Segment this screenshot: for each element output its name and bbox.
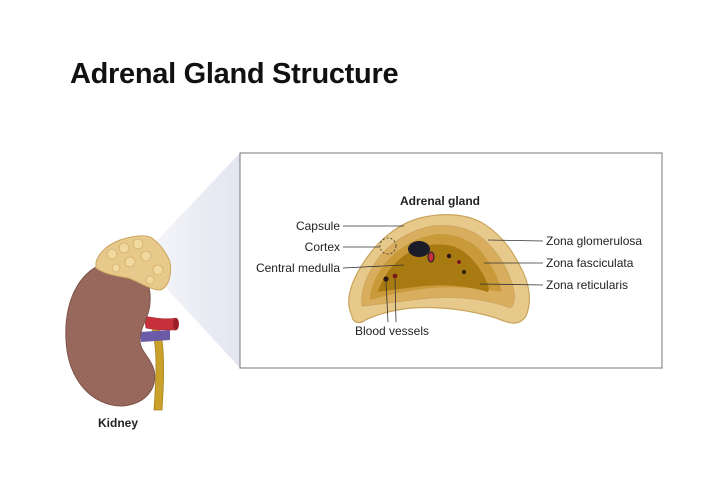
ureter	[151, 329, 165, 411]
blood-vessel	[392, 273, 398, 279]
capsule-label: Capsule	[296, 219, 340, 233]
central-medulla	[378, 244, 489, 292]
zona-reticularis-label: Zona reticularis	[546, 278, 628, 292]
blood-vessel	[383, 276, 389, 282]
adrenal-cross-section	[348, 214, 530, 324]
blood-vessel	[457, 260, 461, 264]
zona-glomerulosa-label: Zona glomerulosa	[546, 234, 642, 248]
blood-vessel	[446, 253, 452, 259]
zona-fasciculata-label: Zona fasciculata	[546, 256, 634, 270]
central-medulla-label: Central medulla	[256, 261, 340, 275]
cortex-marker	[379, 237, 397, 255]
zoom-cone	[150, 153, 240, 368]
page-title: Adrenal Gland Structure	[70, 58, 399, 90]
kidney	[65, 261, 156, 407]
central-vein	[408, 241, 430, 257]
adrenal-gland-title: Adrenal gland	[400, 194, 480, 208]
adrenal-gland-small	[95, 235, 171, 291]
renal-artery	[143, 315, 177, 331]
renal-vein	[140, 330, 170, 342]
blood-vessel	[462, 270, 466, 274]
kidney-label: Kidney	[98, 416, 138, 430]
blood-vessels-label: Blood vessels	[355, 324, 429, 338]
cortex-label: Cortex	[305, 240, 340, 254]
